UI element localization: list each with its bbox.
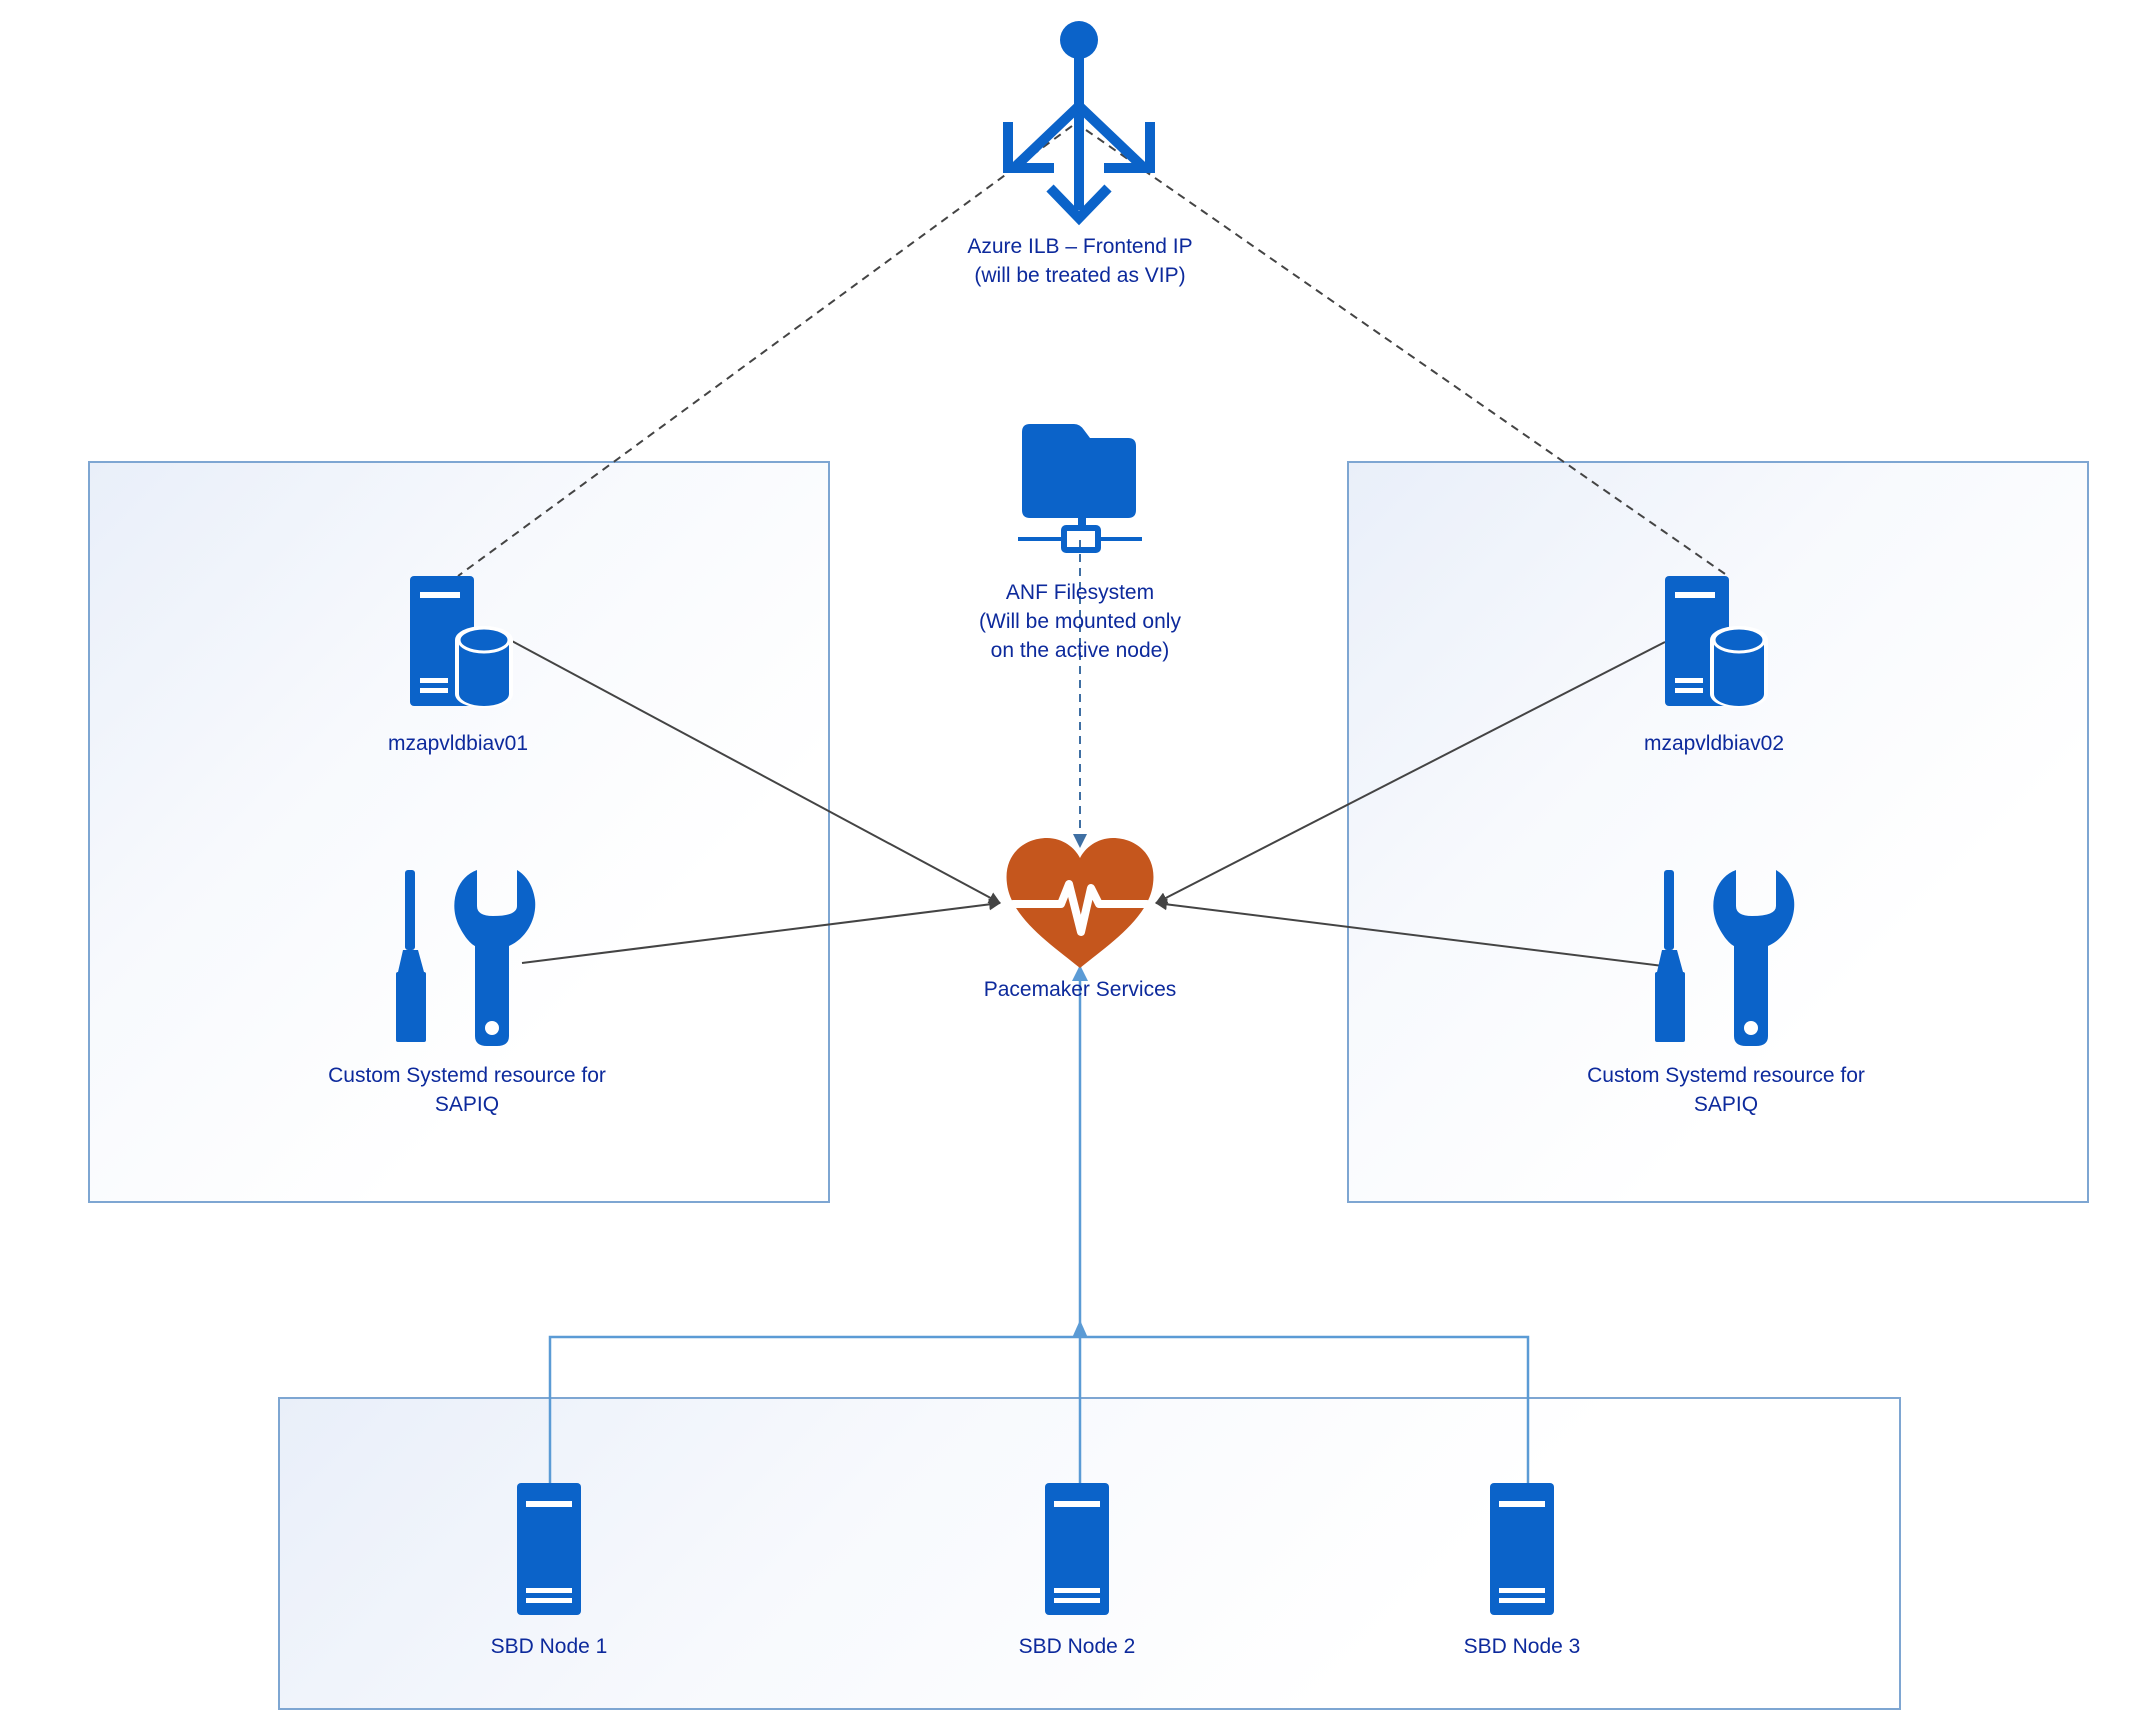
sbd3-label: SBD Node 3 xyxy=(1463,1635,1581,1658)
anf-label-line-3: on the active node) xyxy=(990,639,1170,662)
edge-db01-pacemaker xyxy=(509,639,1001,904)
edge-tools02-pacemaker xyxy=(1155,898,1664,967)
database-server-icon[interactable] xyxy=(408,574,514,710)
edge-ilb-db02 xyxy=(1085,129,1729,577)
tools-icon[interactable] xyxy=(393,868,543,1050)
ilb-label-line-2: (will be treated as VIP) xyxy=(974,264,1186,287)
anf-label: ANF Filesystem (Will be mounted only on … xyxy=(979,578,1181,665)
edge-ilb-db01 xyxy=(457,125,1073,577)
tools02-label-line-1: Custom Systemd resource for xyxy=(1587,1064,1865,1087)
tools02-label-line-2: SAPIQ xyxy=(1693,1093,1759,1116)
heart-monitor-icon[interactable] xyxy=(1003,836,1157,972)
load-balancer-icon[interactable] xyxy=(1000,18,1160,226)
ilb-label: Azure ILB – Frontend IP (will be treated… xyxy=(967,232,1192,290)
tools01-label: Custom Systemd resource for SAPIQ xyxy=(328,1061,606,1119)
tools-icon[interactable] xyxy=(1652,868,1802,1050)
edge-tools01-pacemaker xyxy=(521,898,1001,964)
pacemaker-label: Pacemaker Services xyxy=(983,978,1177,1001)
anf-label-line-1: ANF Filesystem xyxy=(1005,581,1155,604)
edge-sbd1 xyxy=(548,1335,1530,1484)
anf-label-line-2: (Will be mounted only xyxy=(979,610,1181,633)
network-folder-icon[interactable] xyxy=(1016,418,1144,558)
sbd2-label: SBD Node 2 xyxy=(1018,1635,1136,1658)
edge-db02-pacemaker xyxy=(1155,641,1666,904)
server-icon[interactable] xyxy=(516,1482,582,1616)
sbd1-label: SBD Node 1 xyxy=(490,1635,608,1658)
tools02-label: Custom Systemd resource for SAPIQ xyxy=(1587,1061,1865,1119)
db02-label: mzapvldbiav02 xyxy=(1643,732,1785,755)
sbd-junction-arrow xyxy=(1072,1320,1088,1338)
server-icon[interactable] xyxy=(1489,1482,1555,1616)
database-server-icon[interactable] xyxy=(1663,574,1769,710)
server-icon[interactable] xyxy=(1044,1482,1110,1616)
ilb-label-line-1: Azure ILB – Frontend IP xyxy=(967,235,1193,258)
tools01-label-line-1: Custom Systemd resource for xyxy=(328,1064,606,1087)
db01-label: mzapvldbiav01 xyxy=(387,732,529,755)
tools01-label-line-2: SAPIQ xyxy=(434,1093,500,1116)
